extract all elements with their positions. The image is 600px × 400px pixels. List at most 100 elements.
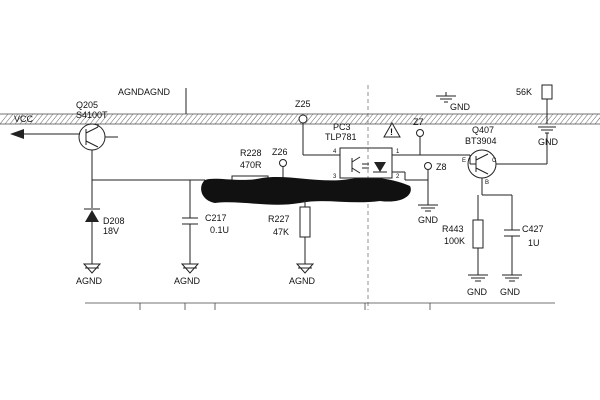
rail-hatch-line <box>264 113 274 125</box>
c217-capacitor: C217 0.1U <box>182 180 229 264</box>
rail-hatch-line <box>464 113 474 125</box>
pc3-pin-2: 2 <box>396 174 400 180</box>
gnd-symbol-r443: GND <box>467 272 488 297</box>
rail-hatch-line <box>274 113 284 125</box>
agnd-label-d208: AGND <box>76 276 103 286</box>
rail-hatch-line <box>254 113 264 125</box>
rail-hatch-line <box>269 113 279 125</box>
rail-hatch-line <box>474 113 484 125</box>
rail-hatch-line <box>234 113 244 125</box>
rail-hatch-line <box>59 113 69 125</box>
rail-hatch-line <box>89 113 99 125</box>
rail-hatch-line <box>19 113 29 125</box>
rail-hatch-line <box>549 113 559 125</box>
gnd-symbol-top: GND <box>436 92 471 112</box>
rail-hatch-line <box>339 113 349 125</box>
rail-hatch-line <box>239 113 249 125</box>
agnd-symbol-d208: AGND <box>76 263 103 286</box>
d208-zener-diode: D208 18V <box>84 180 125 264</box>
rail-hatch-line <box>204 113 214 125</box>
bottom-rail <box>85 302 555 310</box>
rail-hatch-line <box>359 113 369 125</box>
rail-hatch-line <box>109 113 119 125</box>
q205-ref-label: Q205 <box>76 100 98 110</box>
z25-test-point: Z25 <box>295 99 340 156</box>
gnd-top-label: GND <box>450 102 471 112</box>
z25-label: Z25 <box>295 99 311 109</box>
rail-hatch-line <box>454 113 464 125</box>
rail-hatch-line <box>104 113 114 125</box>
rail-hatch-line <box>69 113 79 125</box>
rail-hatch-line <box>479 113 489 125</box>
rail-hatch-line <box>149 113 159 125</box>
rail-hatch-line <box>144 113 154 125</box>
rail-hatch-line <box>529 113 539 125</box>
agnd-symbol-r227: AGND <box>289 263 316 286</box>
rail-hatch-line <box>524 113 534 125</box>
rail-hatch-line <box>414 113 424 125</box>
rail-hatch-line <box>99 113 109 125</box>
rail-hatch-line <box>579 113 589 125</box>
rail-hatch-line <box>569 113 579 125</box>
q407-pin-c: C <box>492 158 497 164</box>
rail-hatch-line <box>139 113 149 125</box>
gnd-c427-label: GND <box>500 287 521 297</box>
rail-hatch-line <box>189 113 199 125</box>
rail-hatch-line <box>49 113 59 125</box>
rail-hatch-line <box>289 113 299 125</box>
rail-hatch-line <box>364 113 374 125</box>
rail-hatch-line <box>499 113 509 125</box>
q407-part-label: BT3904 <box>465 136 497 146</box>
agnd-label-r227: AGND <box>289 276 316 286</box>
gnd-symbol-z8: GND <box>418 204 439 225</box>
rail-hatch-line <box>279 113 289 125</box>
rail-hatch-line <box>4 113 14 125</box>
rail-hatch-line <box>509 113 519 125</box>
d208-value-label: 18V <box>103 226 119 236</box>
rail-hatch-line <box>584 113 594 125</box>
rail-hatch-line <box>24 113 34 125</box>
rail-hatch-line <box>9 113 19 125</box>
z26-label: Z26 <box>272 147 288 157</box>
agnd-symbol-c217: AGND <box>174 263 201 286</box>
rail-hatch-line <box>384 113 394 125</box>
rail-hatch-line <box>79 113 89 125</box>
gnd-right-top-label: GND <box>538 137 559 147</box>
z7-test-point: Z7 <box>413 117 424 155</box>
r443-value-label: 100K <box>444 236 465 246</box>
rail-hatch-line <box>209 113 219 125</box>
c217-ref-label: C217 <box>205 213 227 223</box>
rail-hatch-line <box>229 113 239 125</box>
rail-hatch-line <box>419 113 429 125</box>
c427-capacitor: C427 1U <box>504 195 544 272</box>
z7-label: Z7 <box>413 117 424 127</box>
c427-ref-label: C427 <box>522 224 544 234</box>
rail-hatch-line <box>319 113 329 125</box>
rail-hatch-line <box>379 113 389 125</box>
z8-label: Z8 <box>436 162 447 172</box>
z26-test-point: Z26 <box>272 147 288 180</box>
rail-hatch-line <box>484 113 494 125</box>
rail-hatch-line <box>164 113 174 125</box>
r227-value-label: 47K <box>273 227 289 237</box>
rail-hatch-line <box>214 113 224 125</box>
rail-hatch-line <box>344 113 354 125</box>
agnd-label-c217: AGND <box>174 276 201 286</box>
rail-hatch-line <box>324 113 334 125</box>
q205-part-label: S4100T <box>76 110 108 120</box>
vcc-output-arrow: VCC <box>10 114 80 139</box>
q407-ref-label: Q407 <box>472 125 494 135</box>
rail-hatch-line <box>154 113 164 125</box>
rail-hatch-line <box>554 113 564 125</box>
rail-hatch-line <box>309 113 319 125</box>
rail-hatch-line <box>119 113 129 125</box>
rail-hatch-line <box>219 113 229 125</box>
vcc-label: VCC <box>14 114 34 124</box>
q407-pin-e: E <box>462 158 466 164</box>
rail-hatch-line <box>559 113 569 125</box>
rail-hatch-line <box>284 113 294 125</box>
rail-hatch-line <box>0 113 9 125</box>
rail-hatch-line <box>389 113 399 125</box>
pc3-pin-4: 4 <box>333 149 337 155</box>
